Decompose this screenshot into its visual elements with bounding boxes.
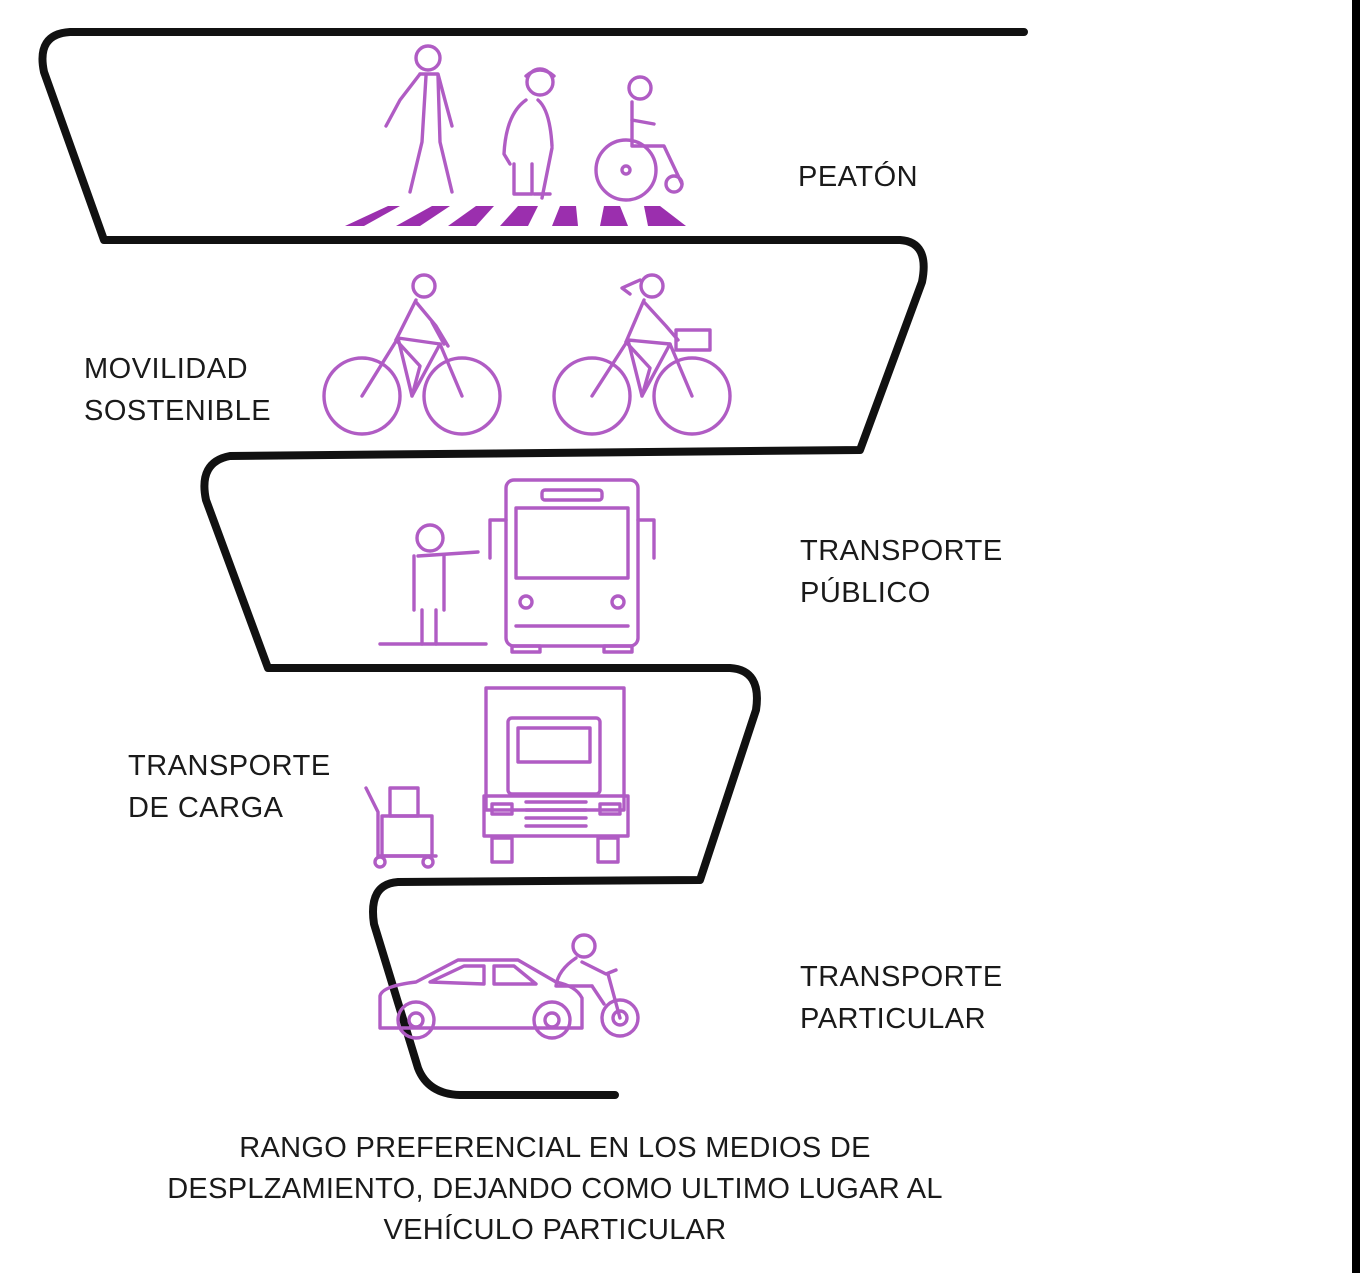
caption-line: RANGO PREFERENCIAL EN LOS MEDIOS DE (239, 1132, 871, 1164)
level-label-peaton: PEATÓN (798, 156, 918, 198)
person-hailing-icon (378, 523, 488, 646)
level-label-line: PEATÓN (798, 161, 919, 193)
caption-line: DESPLZAMIENTO, DEJANDO COMO ULTIMO LUGAR… (167, 1173, 943, 1205)
level-label-line: PÚBLICO (800, 577, 931, 609)
level-label-line: PARTICULAR (800, 1003, 987, 1035)
truck-icon (482, 686, 630, 864)
frame-border (1352, 0, 1360, 1273)
wheelchair-user-icon (594, 75, 684, 202)
zigzag-road-line (38, 28, 1028, 1099)
hand-truck-icon (364, 786, 438, 869)
caption-line: VEHÍCULO PARTICULAR (383, 1214, 727, 1246)
pedestrian-icon (384, 44, 454, 194)
crosswalk-icon (345, 206, 686, 226)
car-icon (378, 958, 584, 1040)
level-label-line: DE CARGA (128, 792, 284, 824)
level-label-carga: TRANSPORTE DE CARGA (128, 745, 331, 829)
level-label-particular: TRANSPORTE PARTICULAR (800, 956, 1003, 1040)
level-label-publico: TRANSPORTE PÚBLICO (800, 530, 1003, 614)
cyclist-with-basket-icon (552, 273, 732, 436)
diagram-caption: RANGO PREFERENCIAL EN LOS MEDIOS DE DESP… (60, 1128, 1050, 1251)
cyclist-icon (322, 273, 502, 436)
bus-icon (488, 478, 656, 654)
level-label-line: TRANSPORTE (800, 535, 1003, 567)
elderly-with-cane-icon (502, 67, 556, 200)
level-label-line: SOSTENIBLE (84, 395, 272, 427)
level-label-line: TRANSPORTE (800, 961, 1003, 993)
level-label-line: TRANSPORTE (128, 750, 331, 782)
level-label-movilidad: MOVILIDAD SOSTENIBLE (84, 348, 271, 432)
motorcyclist-icon (554, 933, 640, 1038)
level-label-line: MOVILIDAD (84, 353, 249, 385)
